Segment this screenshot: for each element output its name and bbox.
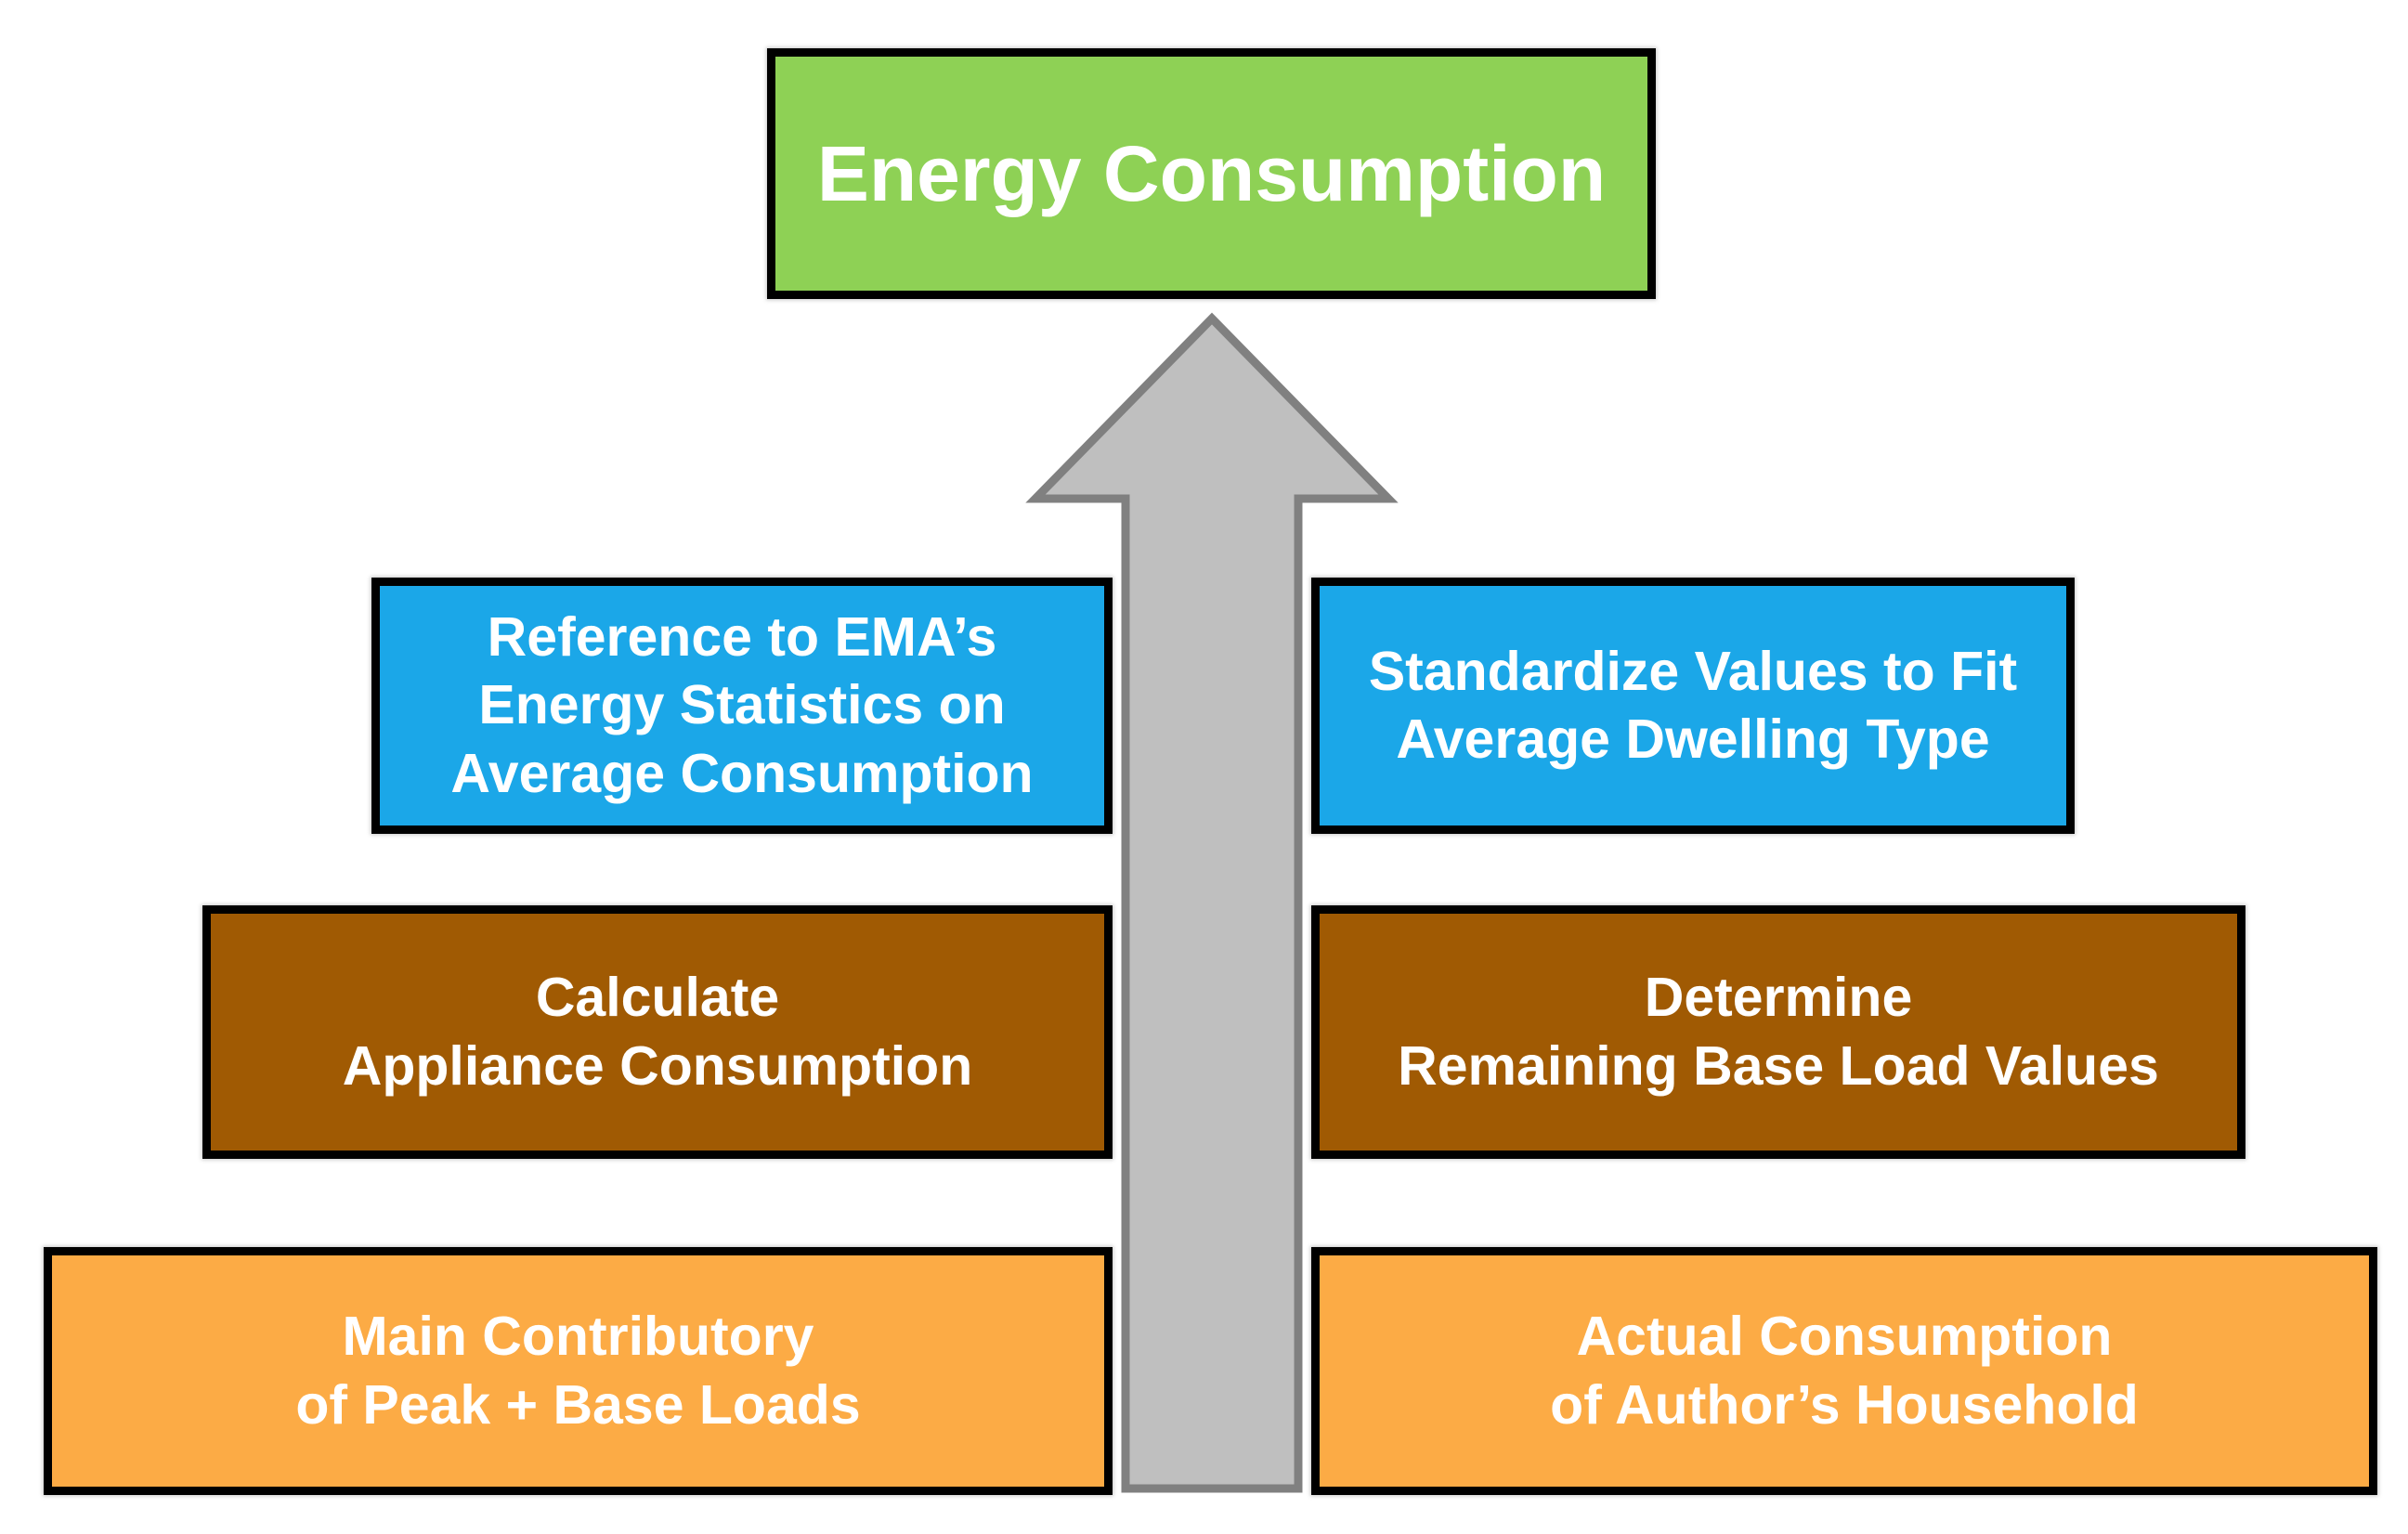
energy-consumption-box: Energy Consumption [767, 48, 1656, 299]
main-contributory-loads-label: Main Contributory of Peak + Base Loads [295, 1306, 861, 1436]
actual-consumption-household-box: Actual Consumption of Author’s Household [1311, 1247, 2377, 1495]
actual-consumption-household-label: Actual Consumption of Author’s Household [1550, 1306, 2139, 1436]
determine-base-load-values-label: Determine Remaining Base Load Values [1398, 967, 2159, 1097]
calculate-appliance-consumption-label: Calculate Appliance Consumption [342, 967, 973, 1097]
calculate-appliance-consumption-box: Calculate Appliance Consumption [202, 905, 1113, 1159]
main-contributory-loads-box: Main Contributory of Peak + Base Loads [44, 1247, 1113, 1495]
standardize-values-label: Standardize Values to Fit Average Dwelli… [1368, 640, 2018, 770]
determine-base-load-values-box: Determine Remaining Base Load Values [1311, 905, 2245, 1159]
reference-ema-statistics-label: Reference to EMA’s Energy Statistics on … [450, 606, 1034, 804]
standardize-values-box: Standardize Values to Fit Average Dwelli… [1311, 578, 2075, 834]
energy-consumption-label: Energy Consumption [816, 129, 1607, 217]
reference-ema-statistics-box: Reference to EMA’s Energy Statistics on … [371, 578, 1113, 834]
